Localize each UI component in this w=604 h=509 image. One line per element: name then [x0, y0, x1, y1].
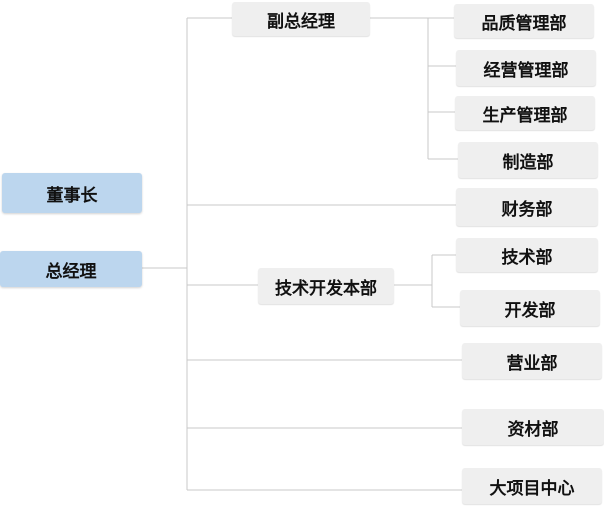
manufacturing-dept-box: 制造部 — [458, 142, 598, 178]
production-dept-box: 生产管理部 — [455, 96, 595, 130]
tech-dev-division-box: 技术开发本部 — [258, 268, 394, 304]
development-dept-box: 开发部 — [460, 290, 600, 326]
technology-dept-box: 技术部 — [456, 238, 598, 272]
deputy-general-manager-box: 副总经理 — [232, 2, 370, 36]
quality-dept-box: 品质管理部 — [454, 4, 594, 38]
finance-dept-box: 财务部 — [456, 188, 598, 226]
sales-dept-box: 营业部 — [462, 343, 602, 379]
major-projects-center-box: 大项目中心 — [462, 468, 602, 504]
operations-dept-box: 经营管理部 — [456, 50, 596, 86]
chairman-box: 董事长 — [2, 173, 142, 213]
general-manager-box: 总经理 — [0, 251, 142, 287]
materials-dept-box: 资材部 — [462, 409, 604, 445]
